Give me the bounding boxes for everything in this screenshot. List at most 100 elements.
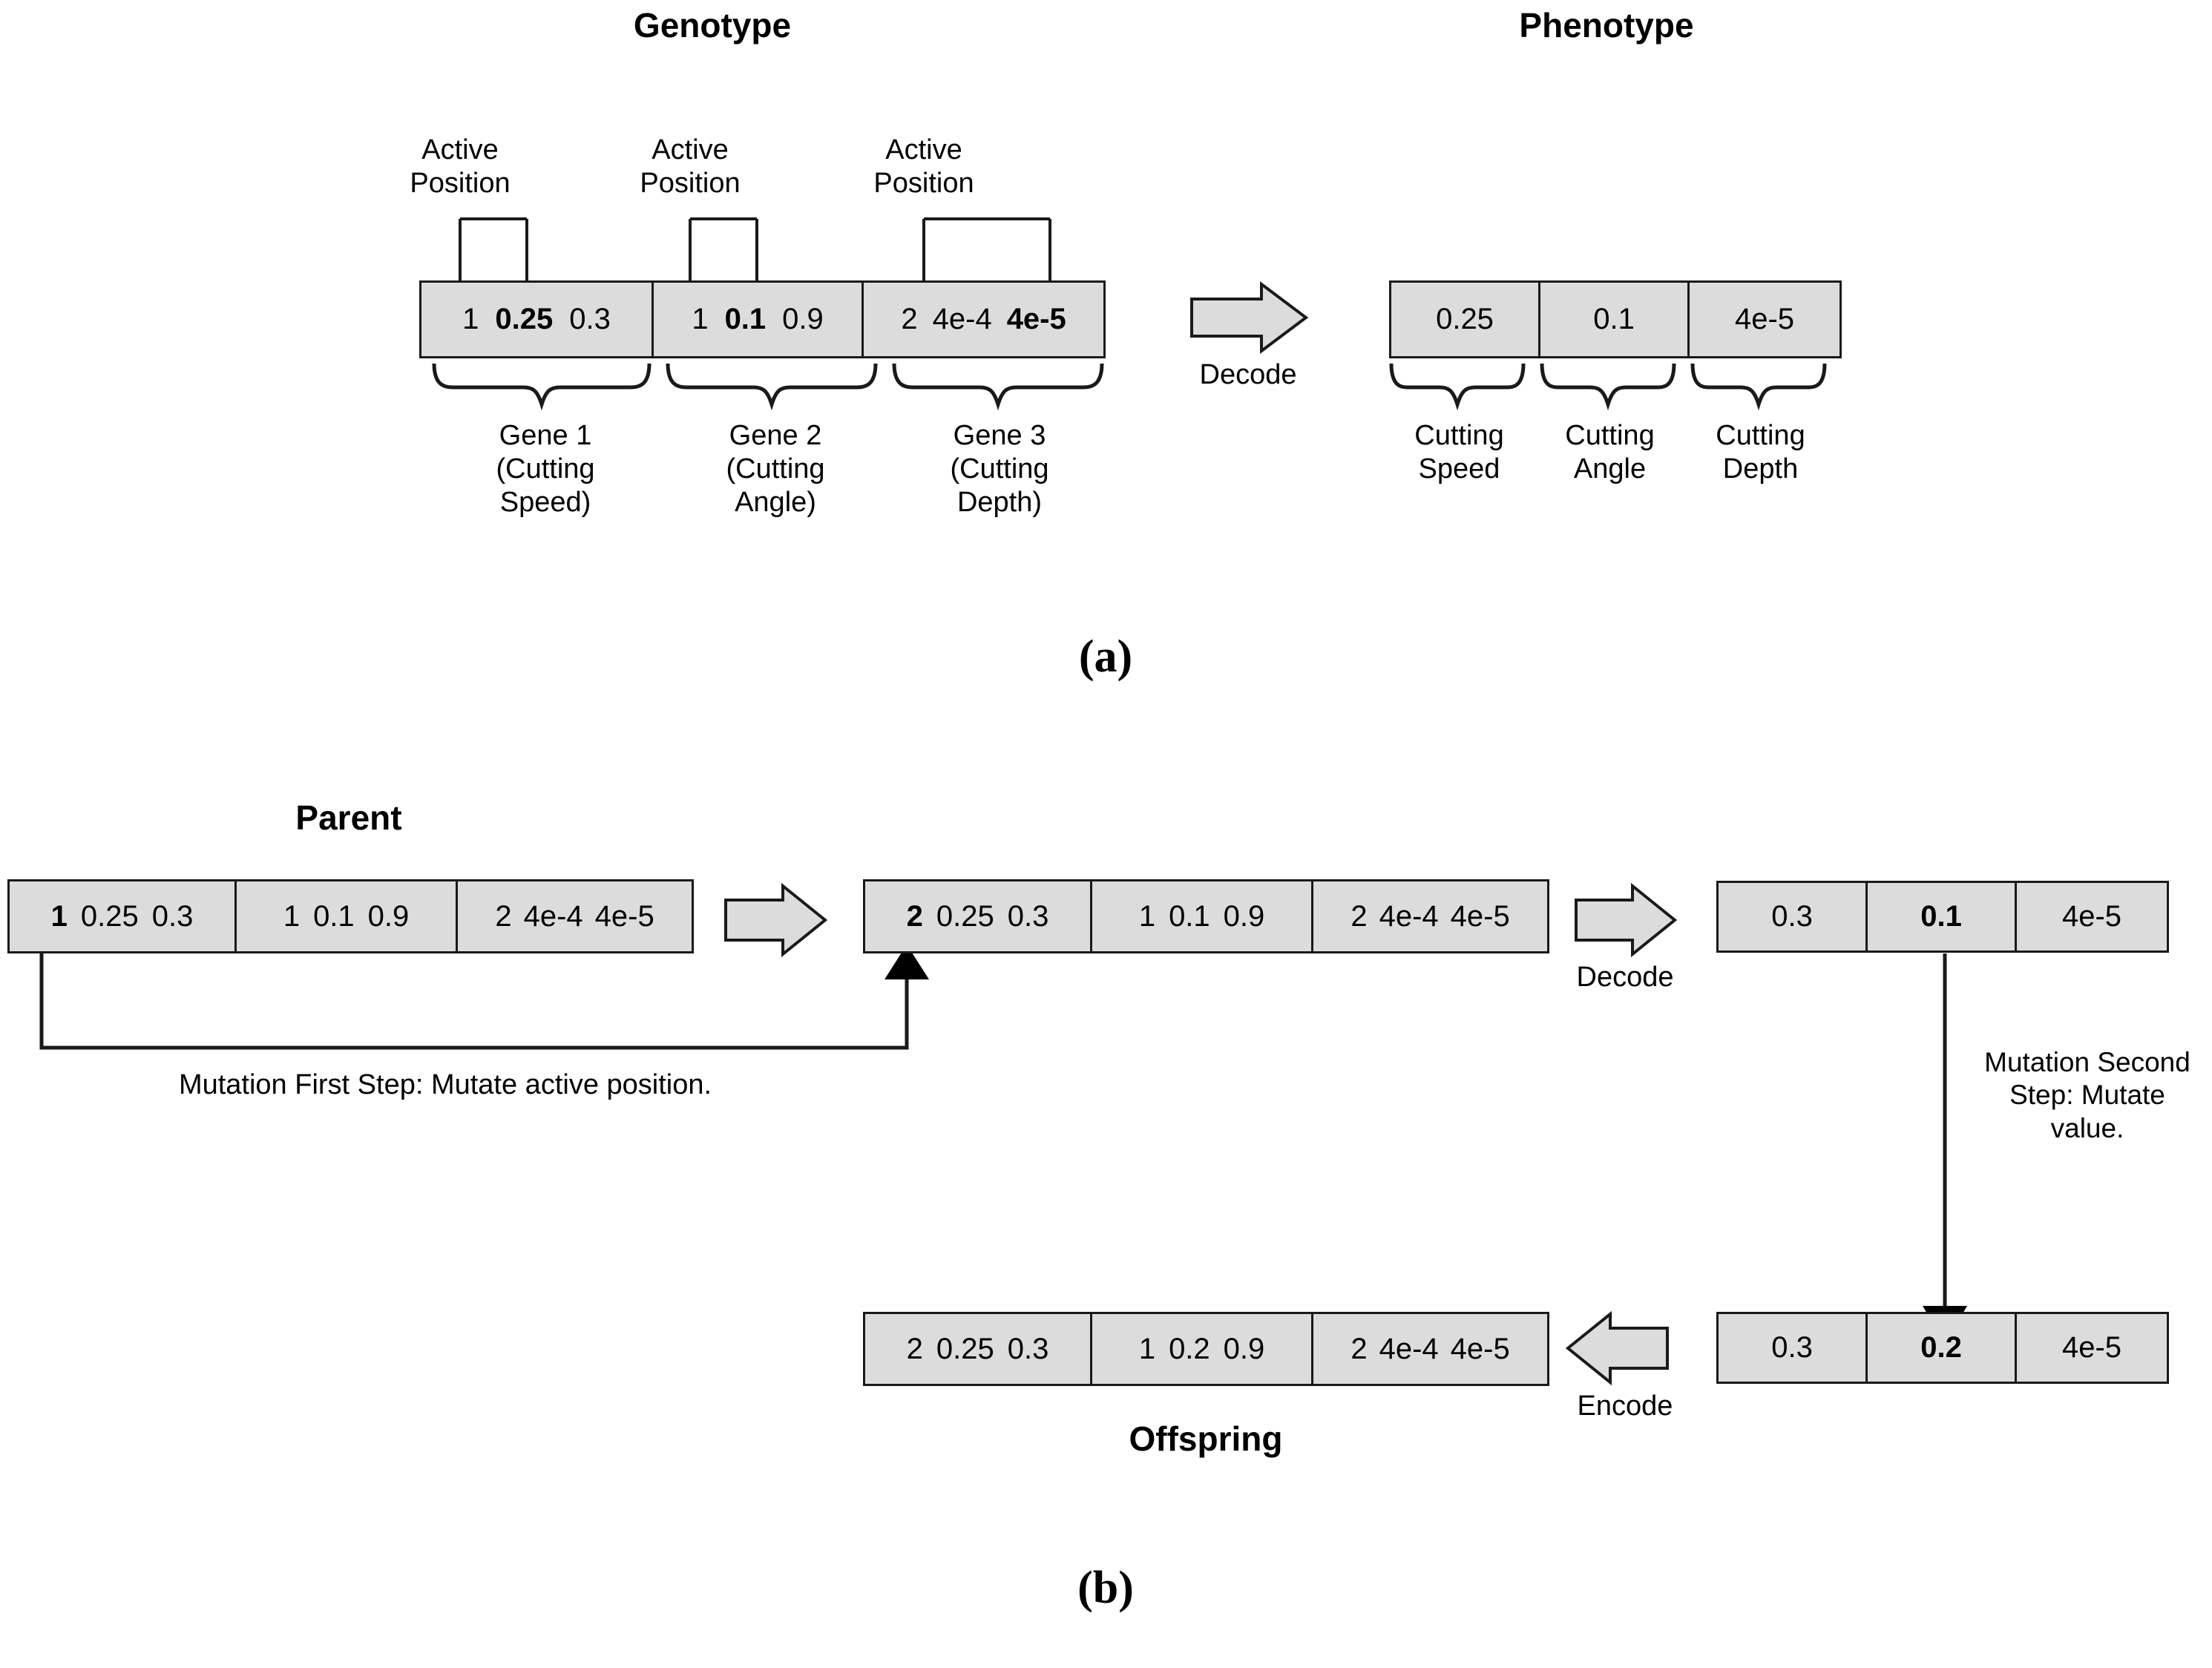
mutated-gene-2[interactable]: 1 0.1 0.9 [1092, 881, 1314, 951]
gene1-label-line1: Gene 1 [499, 420, 592, 451]
mutated-gene1-token-0: 2 [906, 899, 923, 933]
parent-gene-2[interactable]: 1 0.1 0.9 [237, 881, 459, 951]
mutated-gene3-token-0: 2 [1350, 899, 1368, 933]
decoded-phenotype-cell-1[interactable]: 0.3 [1719, 883, 1868, 950]
mutated-phenotype-cell-1[interactable]: 0.3 [1719, 1314, 1868, 1382]
parent-gene3-token-2: 4e-5 [594, 899, 654, 933]
decoded-phenotype-cell-3[interactable]: 4e-5 [2061, 900, 2122, 933]
offspring-chromosome[interactable]: 2 0.25 0.3 1 0.2 0.9 2 4e-4 4e-5 [863, 1312, 1549, 1386]
gene3-token-1: 4e-4 [932, 303, 992, 335]
genotype-chromosome[interactable]: 1 0.25 0.3 1 0.1 0.9 2 4e-4 4e-5 [419, 280, 1106, 358]
parent-gene1-token-2: 0.3 [151, 899, 194, 933]
pheno-angle-brace [1540, 363, 1676, 411]
active-position-label-gene1: Active Position [386, 134, 534, 200]
mutated-gene1-token-2: 0.3 [1007, 899, 1049, 933]
parent-gene-1[interactable]: 1 0.25 0.3 [10, 881, 237, 951]
active-position-label-gene2: Active Position [616, 134, 764, 200]
genotype-gene-2[interactable]: 1 0.1 0.9 [654, 283, 864, 356]
active-position-label-gene3: Active Position [850, 134, 998, 200]
phenotype-cell-speed[interactable]: 0.25 [1391, 283, 1541, 356]
parent-gene2-token-1: 0.1 [313, 899, 355, 933]
active-position-line2: Position [640, 167, 741, 199]
mutation-step2-caption-line2: Step: Mutate [2009, 1080, 2165, 1111]
genotype-gene-1[interactable]: 1 0.25 0.3 [421, 283, 654, 356]
active-position-line1: Active [885, 134, 962, 165]
pheno-depth-brace [1690, 363, 1827, 411]
gene3-label-line2: (Cutting [950, 453, 1049, 485]
phenotype-label-speed: Cutting Speed [1387, 419, 1532, 486]
mutation-step2-caption: Mutation Second Step: Mutate value. [1963, 1046, 2212, 1145]
mutated-gene3-token-2: 4e-5 [1450, 899, 1510, 933]
parent-gene-3[interactable]: 2 4e-4 4e-5 [458, 881, 692, 951]
offspring-gene1-token-0: 2 [906, 1332, 923, 1365]
gene3-label-line3: Depth) [956, 486, 1043, 518]
phenotype-label-angle-line2: Angle [1573, 453, 1647, 485]
offspring-gene-1[interactable]: 2 0.25 0.3 [865, 1314, 1093, 1384]
gene3-token-0: 2 [901, 303, 918, 335]
phenotype-title: Phenotype [1519, 6, 1694, 45]
genotype-gene-3[interactable]: 2 4e-4 4e-5 [864, 283, 1103, 356]
offspring-gene-2[interactable]: 1 0.2 0.9 [1092, 1314, 1314, 1384]
gene1-token-1: 0.25 [495, 303, 554, 335]
phenotype-label-angle: Cutting Angle [1537, 419, 1682, 486]
parent-gene1-token-1: 0.25 [80, 899, 139, 933]
mutation-step1-caption: Mutation First Step: Mutate active posit… [178, 1069, 712, 1100]
decoded-phenotype-cell-2[interactable]: 0.1 [1868, 883, 2018, 950]
offspring-gene1-token-1: 0.25 [936, 1332, 994, 1365]
mutated-phenotype-box[interactable]: 0.3 0.2 4e-5 [1716, 1312, 2169, 1384]
gene3-label-line1: Gene 3 [953, 420, 1046, 451]
parent-gene1-token-0: 1 [50, 899, 68, 933]
phenotype-cell-angle[interactable]: 0.1 [1540, 283, 1690, 356]
phenotype-label-depth-line1: Cutting [1716, 420, 1805, 451]
gene2-brace [666, 363, 878, 411]
phenotype-label-depth: Cutting Depth [1688, 419, 1833, 486]
mutate-block-arrow-b [724, 882, 828, 958]
mutated-chromosome[interactable]: 2 0.25 0.3 1 0.1 0.9 2 4e-4 4e-5 [863, 879, 1549, 953]
offspring-gene3-token-0: 2 [1350, 1332, 1368, 1365]
mutated-gene-1[interactable]: 2 0.25 0.3 [865, 881, 1093, 951]
decode-block-arrow-b [1575, 882, 1678, 958]
decode-block-arrow-a [1190, 281, 1309, 354]
offspring-gene3-token-2: 4e-5 [1450, 1332, 1510, 1365]
decoded-phenotype-box[interactable]: 0.3 0.1 4e-5 [1716, 881, 2169, 953]
parent-gene2-token-2: 0.9 [367, 899, 410, 933]
mutated-gene-3[interactable]: 2 4e-4 4e-5 [1313, 881, 1547, 951]
phenotype-label-depth-line2: Depth [1722, 453, 1799, 485]
mutated-gene2-token-0: 1 [1138, 899, 1156, 933]
offspring-gene-3[interactable]: 2 4e-4 4e-5 [1313, 1314, 1547, 1384]
mutated-gene3-token-1: 4e-4 [1379, 899, 1439, 933]
parent-gene3-token-1: 4e-4 [523, 899, 583, 933]
mutated-phenotype-cell-2[interactable]: 0.2 [1868, 1314, 2018, 1382]
parent-chromosome[interactable]: 1 0.25 0.3 1 0.1 0.9 2 4e-4 4e-5 [7, 879, 694, 953]
phenotype-label-speed-line2: Speed [1418, 453, 1500, 485]
mutation-step2-caption-line3: value. [2050, 1112, 2124, 1143]
phenotype-box[interactable]: 0.25 0.1 4e-5 [1389, 280, 1842, 358]
gene2-label-line3: Angle) [735, 486, 816, 518]
encode-block-arrow-b [1565, 1310, 1669, 1386]
gene2-token-2: 0.9 [782, 303, 824, 335]
gene1-label-line3: Speed) [499, 486, 591, 518]
active-position-line1: Active [652, 134, 729, 165]
decode-label-a: Decode [1199, 359, 1297, 390]
mutation-step2-caption-line1: Mutation Second [1984, 1047, 2190, 1077]
gene2-token-1: 0.1 [724, 303, 767, 335]
gene1-label-line2: (Cutting [496, 453, 595, 485]
phenotype-label-speed-line1: Cutting [1414, 420, 1504, 451]
offspring-gene3-token-1: 4e-4 [1379, 1332, 1439, 1365]
gene3-brace [892, 363, 1104, 411]
gene2-label-line1: Gene 2 [729, 420, 822, 451]
mutation-step2-connector [1923, 953, 1967, 1343]
encode-label-b: Encode [1577, 1390, 1673, 1422]
offspring-gene2-token-2: 0.9 [1223, 1332, 1265, 1365]
mutated-phenotype-cell-3[interactable]: 4e-5 [2061, 1331, 2122, 1364]
offspring-title: Offspring [1129, 1419, 1283, 1458]
gene1-token-0: 1 [462, 303, 479, 335]
gene1-brace [432, 363, 652, 411]
mutation-step1-connector [39, 945, 929, 1050]
decode-label-b: Decode [1576, 962, 1674, 993]
active-position-line1: Active [421, 134, 499, 165]
genotype-title: Genotype [633, 6, 792, 45]
parent-gene2-token-0: 1 [283, 899, 301, 933]
phenotype-cell-depth[interactable]: 4e-5 [1734, 303, 1795, 335]
gene1-token-2: 0.3 [569, 303, 611, 335]
